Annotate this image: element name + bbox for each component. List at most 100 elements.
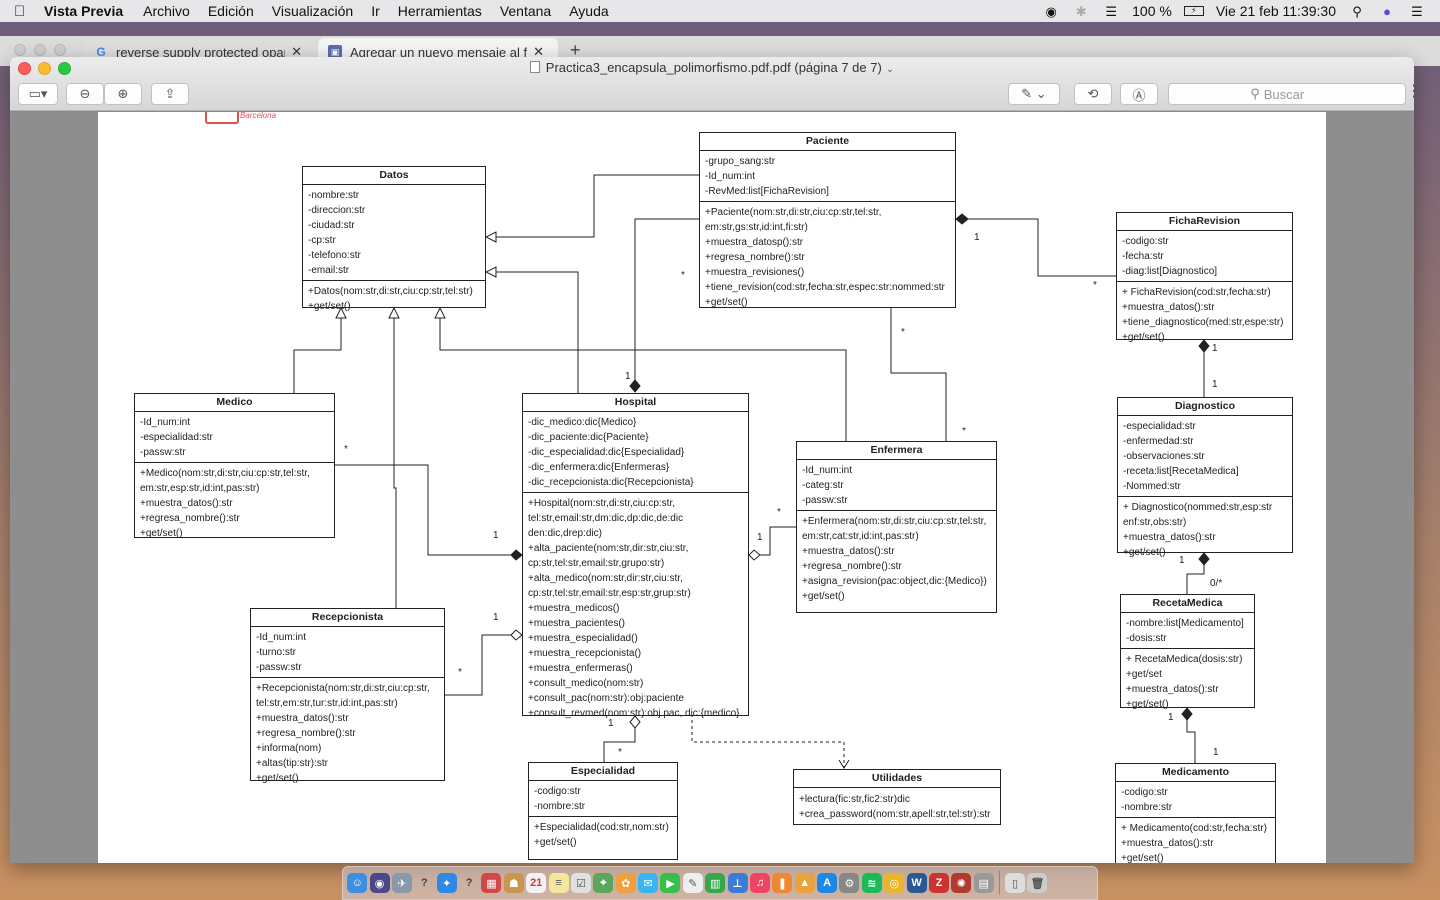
uml-class-diagnostico[interactable]: Diagnostico -especialidad:str -enfermeda… [1117, 397, 1293, 558]
facetime-icon[interactable]: ▶ [660, 873, 681, 893]
menu-visualizacion[interactable]: Visualización [271, 3, 354, 19]
notification-center-icon[interactable]: ☰ [1411, 4, 1423, 19]
battery-icon[interactable]: ⚡ [1183, 6, 1204, 16]
method: enf:str,obs:str) [1123, 517, 1187, 528]
notes-icon[interactable]: ≡ [548, 873, 569, 893]
spotify-icon[interactable]: ≋ [861, 873, 882, 893]
apple-menu-icon[interactable]:  [14, 3, 44, 20]
class-methods: +Paciente(nom:str,di:str,ciu:cp:str,tel:… [700, 202, 955, 312]
close-icon[interactable]: ✕ [291, 44, 302, 59]
method: +regresa_nombre():str [256, 728, 356, 739]
uml-class-datos[interactable]: Datos -nombre:str -direccion:str -ciudad… [302, 166, 486, 312]
markup-pen-button[interactable]: ✎ ⌄ [1008, 83, 1060, 105]
class-attributes: -especialidad:str -enfermedad:str -obser… [1118, 416, 1292, 497]
wifi-icon[interactable]: ☰ [1105, 4, 1117, 19]
generalization-paciente-datos [486, 174, 699, 237]
uml-class-enfermera[interactable]: Enfermera -Id_num:int -categ:str -passw:… [796, 441, 997, 613]
filezilla-icon[interactable]: Z [928, 873, 949, 893]
siri-icon[interactable]: ◉ [369, 873, 390, 893]
menu-ventana[interactable]: Ventana [499, 3, 552, 19]
pdf-page[interactable]: Barcelona [98, 112, 1326, 863]
uml-class-especialidad[interactable]: Especialidad -codigo:str -nombre:str +Es… [528, 762, 678, 860]
spotlight-search-icon[interactable]: ⚲ [1352, 4, 1362, 19]
pdf-document-icon [529, 61, 540, 73]
pages-icon[interactable]: ✎ [682, 873, 703, 893]
contacts-icon[interactable]: ☗ [503, 873, 524, 893]
rotate-button[interactable]: ⟲ [1074, 83, 1112, 105]
uml-class-hospital[interactable]: Hospital -dic_medico:dic{Medico} -dic_pa… [522, 393, 749, 719]
window-title-container[interactable]: Practica3_encapsula_polimorfismo.pdf.pdf… [10, 60, 1414, 75]
document-area[interactable]: Barcelona [10, 112, 1414, 863]
share-button[interactable]: ⇪ [151, 83, 189, 105]
music-icon[interactable]: ♫ [749, 873, 770, 893]
uml-class-paciente[interactable]: Paciente -grupo_sang:str -Id_num:int -Re… [699, 132, 956, 308]
menu-ir[interactable]: Ir [371, 3, 380, 19]
method: +consult_pac(nom:str):obj:paciente [528, 693, 684, 704]
new-tab-icon[interactable]: + [570, 40, 581, 60]
messages-icon[interactable]: ✉ [638, 873, 659, 893]
uml-class-ficharevision[interactable]: FichaRevision -codigo:str -fecha:str -di… [1116, 212, 1293, 343]
safari-icon[interactable]: ✦ [436, 873, 457, 893]
pen-icon: ✎ ⌄ [1021, 86, 1047, 101]
class-methods: +Recepcionista(nom:str,di:str,ciu:cp:str… [251, 678, 444, 788]
uml-class-medicamento[interactable]: Medicamento -codigo:str -nombre:str + Me… [1115, 763, 1276, 863]
minimize-window-button[interactable] [38, 62, 51, 75]
menu-archivo[interactable]: Archivo [143, 3, 190, 19]
menu-ayuda[interactable]: Ayuda [569, 3, 609, 19]
generalization-medico-datos [293, 308, 341, 393]
app-store-icon[interactable]: A [817, 873, 838, 893]
uml-class-recetamedica[interactable]: RecetaMedica -nombre:list[Medicamento] -… [1120, 594, 1255, 710]
uml-class-utilidades[interactable]: Utilidades +lectura(fic:str,fic2:str)dic… [793, 769, 1001, 825]
preview-app-icon[interactable]: ▤ [973, 873, 994, 893]
sidebar-toggle-button[interactable]: ▭▾ [18, 83, 58, 105]
launchpad-icon[interactable]: ✈ [391, 873, 412, 893]
creative-cloud-icon[interactable]: ◉ [1045, 4, 1057, 19]
class-attributes: -grupo_sang:str -Id_num:int -RevMed:list… [700, 151, 955, 202]
documents-folder-icon[interactable]: ▯ [1005, 873, 1026, 893]
photo-booth-icon[interactable]: ▦ [481, 873, 502, 893]
zoom-window-button[interactable] [58, 62, 71, 75]
unknown-app-icon[interactable]: ? [465, 877, 473, 889]
vlc-icon[interactable]: ▲ [794, 873, 815, 893]
menu-herramientas[interactable]: Herramientas [397, 3, 482, 19]
uml-class-medico[interactable]: Medico -Id_num:int -especialidad:str -pa… [134, 393, 335, 539]
word-icon[interactable]: W [906, 873, 927, 893]
siri-icon[interactable]: ● [1383, 4, 1391, 19]
markup-toolbar-button[interactable]: Ⓐ [1120, 83, 1158, 105]
method: em:str,esp:str,id:int,pas:str) [140, 483, 260, 494]
trash-icon[interactable]: 🗑 [1027, 873, 1048, 893]
menu-clock[interactable]: Vie 21 feb 11:39:30 [1215, 3, 1336, 19]
calendar-icon[interactable]: 21 [526, 873, 547, 893]
system-preferences-icon[interactable]: ⚙ [839, 873, 860, 893]
class-methods: +Datos(nom:str,di:str,ciu:cp:str,tel:str… [303, 281, 485, 316]
app-icon[interactable]: ✺ [951, 873, 972, 893]
finder-icon[interactable]: ☺ [347, 873, 368, 893]
numbers-icon[interactable]: ▥ [705, 873, 726, 893]
unknown-app-icon[interactable]: ? [420, 877, 428, 889]
class-methods: + Medicamento(cod:str,fecha:str) +muestr… [1116, 818, 1275, 863]
attribute: -fecha:str [1122, 251, 1164, 262]
keynote-icon[interactable]: ⊥ [727, 873, 748, 893]
close-window-button[interactable] [18, 62, 31, 75]
moodle-icon: ▣ [328, 45, 342, 59]
chrome-icon[interactable]: ◎ [884, 873, 905, 893]
photos-icon[interactable]: ✿ [615, 873, 636, 893]
close-icon[interactable]: ✕ [533, 44, 544, 59]
uml-class-recepcionista[interactable]: Recepcionista -Id_num:int -turno:str -pa… [250, 608, 445, 784]
attribute: -telefono:str [308, 250, 361, 261]
reminders-icon[interactable]: ☑ [570, 873, 591, 893]
menu-edicion[interactable]: Edición [207, 3, 254, 19]
app-menu[interactable]: Vista Previa [44, 3, 124, 19]
method: +muestra_recepcionista() [528, 648, 642, 659]
bluetooth-icon[interactable]: ✱ [1075, 4, 1087, 19]
method: +Medico(nom:str,di:str,ciu:cp:str,tel:st… [140, 468, 310, 479]
multiplicity-label: * [777, 507, 781, 518]
maps-icon[interactable]: ⌖ [593, 873, 614, 893]
books-icon[interactable]: ❚ [772, 873, 793, 893]
more-options-icon[interactable]: ⋮ [1406, 83, 1414, 100]
search-input[interactable] [1263, 86, 1324, 102]
method: cp:str,tel:str,email:str,esp:str,grup:st… [528, 588, 691, 599]
search-field[interactable]: ⚲ [1168, 83, 1406, 105]
zoom-in-button[interactable]: ⊕ [104, 83, 142, 105]
zoom-out-button[interactable]: ⊖ [66, 83, 104, 105]
